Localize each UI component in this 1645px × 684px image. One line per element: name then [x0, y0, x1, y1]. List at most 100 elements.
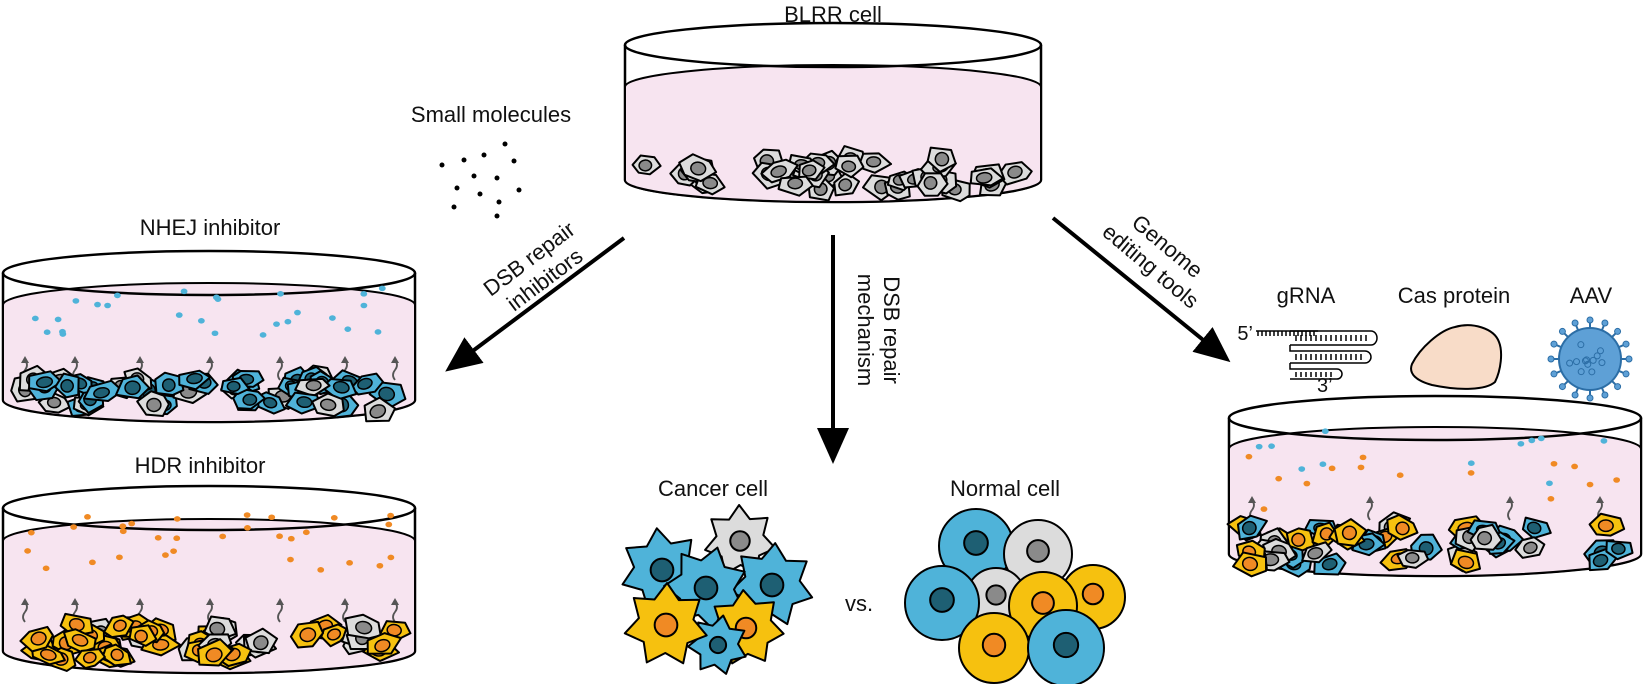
molecule-dot — [344, 326, 352, 332]
cancer-cell-yellow — [623, 582, 708, 665]
molecule-dot — [1357, 464, 1365, 471]
molecule-dot — [302, 529, 310, 536]
petri-dish-blrr — [623, 21, 1043, 204]
molecule-dot — [360, 302, 368, 309]
yellow-cell — [366, 632, 402, 655]
uptake-arrow — [21, 598, 29, 623]
gray-cell — [833, 171, 861, 197]
molecule-dot — [1571, 463, 1578, 470]
blue-cell — [28, 370, 63, 393]
molecule-dot — [1546, 480, 1553, 487]
gray-cell — [1003, 519, 1073, 589]
yellow-cell — [74, 648, 106, 670]
blue-cell — [178, 369, 212, 391]
molecule-dot — [1600, 438, 1608, 444]
yellow-cell — [62, 628, 97, 654]
molecule-dot — [119, 528, 127, 535]
molecule-dot — [89, 559, 96, 566]
molecule-dot — [175, 312, 183, 318]
gray-cell — [969, 167, 1005, 187]
molecule-dot — [1298, 466, 1306, 472]
molecule-dot — [128, 520, 136, 527]
molecule-dot — [273, 321, 280, 327]
molecule-dot — [259, 332, 267, 338]
molecule-dot — [329, 315, 336, 321]
gray-cell — [760, 158, 799, 184]
molecule-dot — [162, 552, 169, 558]
gray-cell — [363, 396, 397, 423]
blrr-cell-label: BLRR cell — [784, 2, 882, 27]
molecule-dot — [84, 514, 91, 520]
molecule-dot — [1550, 460, 1558, 467]
uptake-arrow — [1366, 496, 1374, 521]
petri-dish-nhej — [1, 249, 417, 424]
molecule-dot — [277, 291, 284, 297]
nhej-inhibitor-molecules — [31, 285, 386, 338]
molecule-dot — [1260, 506, 1268, 512]
molecule-dot — [219, 533, 227, 540]
hdr-inhibitor-label: HDR inhibitor — [135, 453, 266, 478]
yellow-cell — [1449, 548, 1482, 574]
vs-label: vs. — [845, 591, 873, 616]
yellow-cell — [1333, 518, 1368, 547]
small-molecules-label: Small molecules — [411, 102, 571, 127]
molecule-dot — [276, 533, 283, 540]
gray-cell — [916, 172, 949, 197]
molecule-dot — [330, 515, 338, 521]
molecule-dot — [1547, 495, 1555, 502]
nhej-cell-cluster — [10, 364, 407, 423]
yellow-cell — [103, 614, 135, 639]
editing-tool-molecules — [1245, 428, 1621, 512]
cancer-cell-cluster — [621, 504, 814, 675]
cas-protein-icon — [1410, 324, 1503, 390]
cancer-cell-label: Cancer cell — [658, 476, 768, 501]
uptake-arrow — [1506, 496, 1514, 521]
gray-cell — [834, 154, 865, 179]
hdr-uptake-arrows — [21, 598, 399, 623]
molecule-dot — [387, 512, 395, 519]
yellow-cell — [1232, 551, 1268, 578]
molecule-dot — [268, 514, 276, 521]
nhej-inhibitor-label: NHEJ inhibitor — [140, 215, 281, 240]
molecule-dot — [287, 556, 294, 563]
molecule-dot — [213, 294, 220, 301]
molecule-dot — [1467, 470, 1475, 476]
molecule-dot — [287, 535, 295, 542]
uptake-arrow — [206, 598, 214, 623]
molecule-dot — [1467, 460, 1475, 467]
uptake-arrow — [341, 598, 349, 623]
grna-icon — [1256, 330, 1378, 380]
normal-cell-cluster — [904, 508, 1126, 684]
molecule-dot — [173, 535, 181, 542]
blue-cell — [82, 379, 124, 402]
molecule-dot — [1328, 465, 1336, 472]
molecule-dot — [70, 524, 78, 530]
gray-cell — [1514, 536, 1546, 559]
dsb-repair-mechanism-label-2: mechanism — [853, 274, 878, 386]
uptake-arrow — [391, 356, 399, 381]
molecule-dot — [1275, 475, 1283, 482]
arrow-to-genome-editing — [1051, 216, 1231, 363]
molecule-dot — [54, 316, 62, 323]
blue-cell — [284, 391, 322, 415]
molecule-dot — [1537, 435, 1545, 442]
normal-cell-blue — [904, 565, 980, 641]
molecule-dot — [43, 329, 51, 335]
gray-cell — [777, 175, 814, 197]
molecule-dot — [72, 298, 80, 304]
molecule-dot — [1396, 472, 1404, 478]
molecule-dot — [211, 330, 219, 337]
uptake-arrow — [276, 356, 284, 381]
molecule-dot — [119, 523, 127, 530]
uptake-arrow — [391, 598, 399, 623]
molecule-dot — [94, 301, 101, 308]
molecule-dot — [1517, 440, 1525, 447]
molecule-dot — [1528, 437, 1536, 444]
molecule-dot — [244, 525, 251, 531]
gray-cell — [136, 390, 170, 418]
three-prime-label: 3’ — [1317, 375, 1333, 397]
dsb-repair-mechanism-label-1: DSB repair — [879, 276, 904, 384]
molecule-dot — [1319, 461, 1327, 467]
molecule-dot — [360, 291, 368, 297]
